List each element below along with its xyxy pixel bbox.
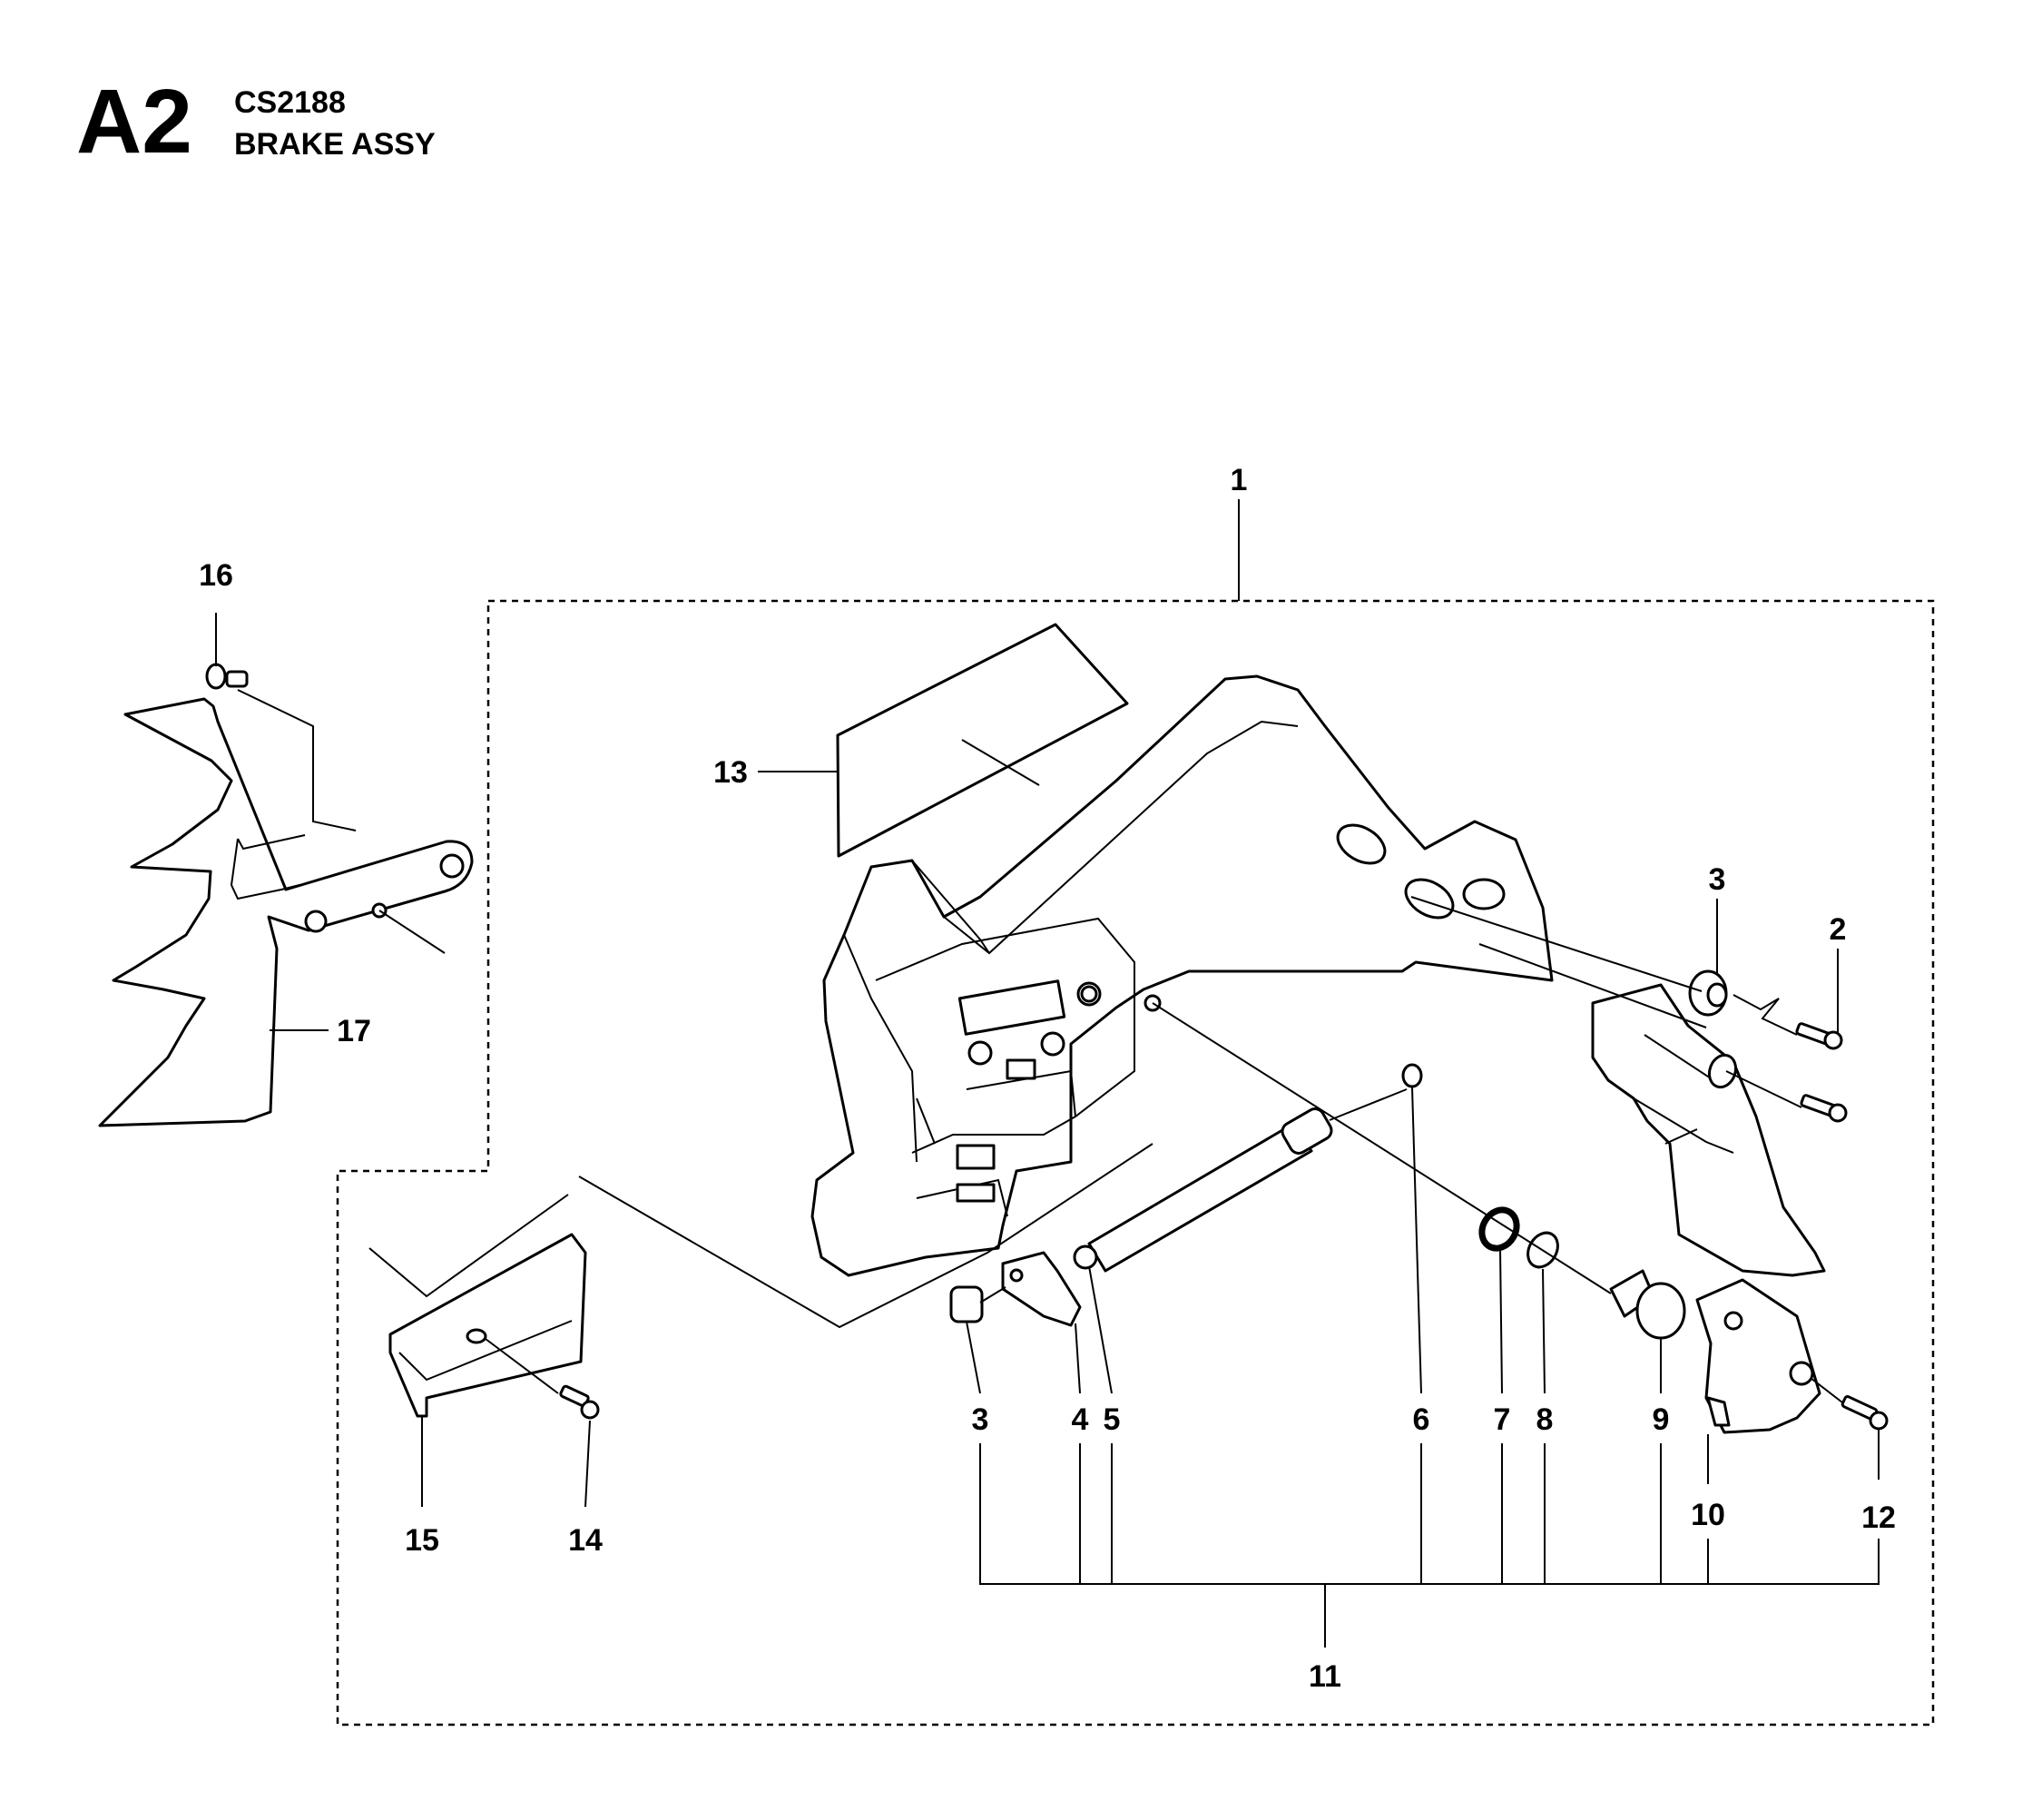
leader-plate-to-body: [578, 1143, 1153, 1329]
callout-12: 12: [1861, 1500, 1896, 1535]
callout-1: 1: [1231, 463, 1248, 497]
part-2-screw-second: [1800, 1094, 1848, 1123]
callout-3-upper: 3: [1709, 862, 1726, 897]
leader-7: [1499, 1248, 1503, 1394]
callout-8: 8: [1536, 1402, 1554, 1437]
leader-rod: [1152, 1002, 1612, 1294]
callout-5: 5: [1104, 1402, 1121, 1437]
part-3-bushing-upper: [1688, 969, 1728, 1017]
leader-5: [1088, 1265, 1113, 1394]
part-7-o-ring: [1478, 1206, 1520, 1252]
part-16-screw: [205, 663, 357, 831]
part-2-screw: [1795, 1022, 1843, 1050]
leader-hinge-upper: [1410, 896, 1703, 992]
callout-13: 13: [713, 755, 748, 790]
kit-bracket-11-ticks: [1079, 1443, 1709, 1648]
leader-8: [1542, 1268, 1546, 1394]
leader-4: [1075, 1323, 1081, 1394]
part-10-bracket: [1695, 1278, 1821, 1434]
callout-16: 16: [199, 558, 233, 593]
part-12-screw: [1810, 1377, 1889, 1431]
callout-15: 15: [405, 1523, 439, 1558]
part-17-bumper-spike: [98, 697, 474, 1127]
section-code: A2: [76, 71, 192, 172]
leader-3-lower: [966, 1321, 981, 1394]
callout-3-lower: 3: [972, 1402, 989, 1437]
kit-bracket-11: [979, 1443, 1880, 1585]
part-1-brake-cover: [810, 674, 1554, 1277]
leader-screw-2b: [1725, 1070, 1802, 1108]
callout-4: 4: [1072, 1402, 1089, 1437]
callout-10: 10: [1691, 1498, 1725, 1532]
leader-screw-2: [1733, 994, 1798, 1036]
assembly-boundary: [336, 599, 1935, 1727]
callout-11: 11: [1309, 1659, 1341, 1694]
part-13-decal: [836, 623, 1129, 858]
part-14-screw: [559, 1384, 600, 1420]
callout-14: 14: [568, 1523, 603, 1558]
part-4-pin: [979, 1251, 1082, 1327]
callout-7: 7: [1494, 1402, 1511, 1437]
callout-6: 6: [1413, 1402, 1430, 1437]
part-6-washer: [1401, 1063, 1423, 1088]
leader-hinge-lower: [1478, 943, 1707, 1028]
part-5-shaft: [1073, 1088, 1408, 1273]
callout-17: 17: [337, 1014, 371, 1048]
callout-9: 9: [1653, 1402, 1670, 1437]
model-number: CS2188: [234, 85, 346, 120]
part-9-bushing: [1609, 1269, 1686, 1340]
part-15-cover-plate: [368, 1194, 587, 1418]
part-lever-arm: [1591, 983, 1826, 1277]
assembly-title: BRAKE ASSY: [234, 127, 436, 162]
callout-2: 2: [1830, 912, 1847, 947]
leader-17-screw: [378, 910, 446, 954]
part-3-nut-lower: [949, 1285, 984, 1323]
leader-6: [1411, 1087, 1422, 1394]
leader-14: [584, 1420, 591, 1508]
